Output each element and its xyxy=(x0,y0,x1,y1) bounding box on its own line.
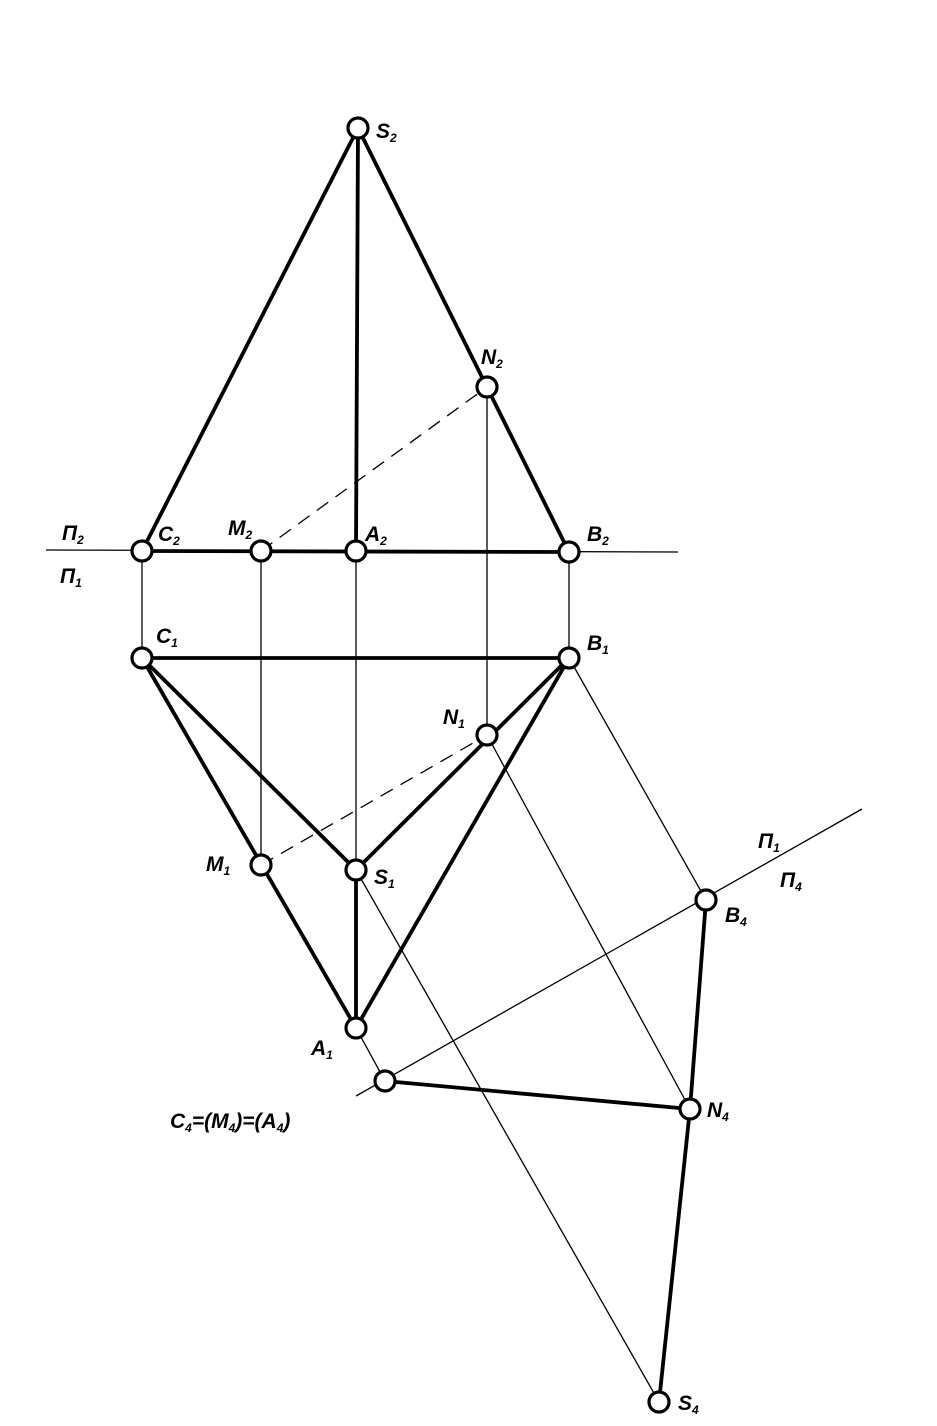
point-m1 xyxy=(249,853,273,877)
label-b2: B2 xyxy=(587,523,609,548)
label-m1: M1 xyxy=(206,853,231,878)
label-s1: S1 xyxy=(374,866,395,891)
link-b1-b4 xyxy=(568,657,707,901)
edge-b4-n4 xyxy=(688,898,708,1111)
label-c4-m4-a4: C4=(M4)=(A4) xyxy=(170,1110,290,1135)
dashed-m2-n2 xyxy=(260,386,488,552)
label-c1: C1 xyxy=(156,625,178,650)
point-s4 xyxy=(647,1390,671,1414)
point-c4 xyxy=(373,1069,397,1093)
point-n2 xyxy=(475,375,499,399)
label-a2: A2 xyxy=(364,523,387,548)
point-c2 xyxy=(130,539,154,563)
label-a1: A1 xyxy=(310,1037,333,1062)
label-s2: S2 xyxy=(376,120,397,145)
point-n1 xyxy=(475,723,499,747)
edge-s2-c2 xyxy=(140,126,360,553)
label-axis2-p1: Π1 xyxy=(758,830,780,855)
label-n1: N1 xyxy=(443,706,465,731)
label-axis2-p4: Π4 xyxy=(780,869,802,894)
edge-s2-a2 xyxy=(354,126,360,553)
edge-b1-s1 xyxy=(354,656,571,872)
label-n4: N4 xyxy=(707,1099,729,1124)
axis-p1-p4 xyxy=(355,808,863,1097)
label-m2: M2 xyxy=(228,517,253,542)
label-b1: B1 xyxy=(587,632,609,657)
point-n4 xyxy=(678,1097,702,1121)
label-b4: B4 xyxy=(725,904,747,929)
edge-c1-s1 xyxy=(140,656,358,872)
edge-s2-b2 xyxy=(356,126,571,554)
point-c1 xyxy=(130,646,154,670)
label-axis-p1: Π1 xyxy=(60,565,82,590)
point-b4 xyxy=(694,888,718,912)
point-s2 xyxy=(346,116,370,140)
edge-c1-a1 xyxy=(140,656,358,1030)
point-a1 xyxy=(344,1016,368,1040)
edge-b1-a1 xyxy=(354,656,571,1030)
dashed-m1-n1 xyxy=(260,734,488,866)
link-n1-n4 xyxy=(486,734,691,1110)
link-s1-s4 xyxy=(355,869,660,1403)
edge-n4-s4 xyxy=(657,1107,692,1404)
point-m2 xyxy=(249,539,273,563)
point-b1 xyxy=(557,646,581,670)
point-a2 xyxy=(344,539,368,563)
label-n2: N2 xyxy=(481,346,503,371)
label-c2: C2 xyxy=(158,523,180,548)
label-axis-p2: Π2 xyxy=(62,522,84,547)
point-s1 xyxy=(344,858,368,882)
point-b2 xyxy=(557,540,581,564)
label-s4: S4 xyxy=(678,1392,699,1417)
edge-c4-n4 xyxy=(383,1079,692,1111)
